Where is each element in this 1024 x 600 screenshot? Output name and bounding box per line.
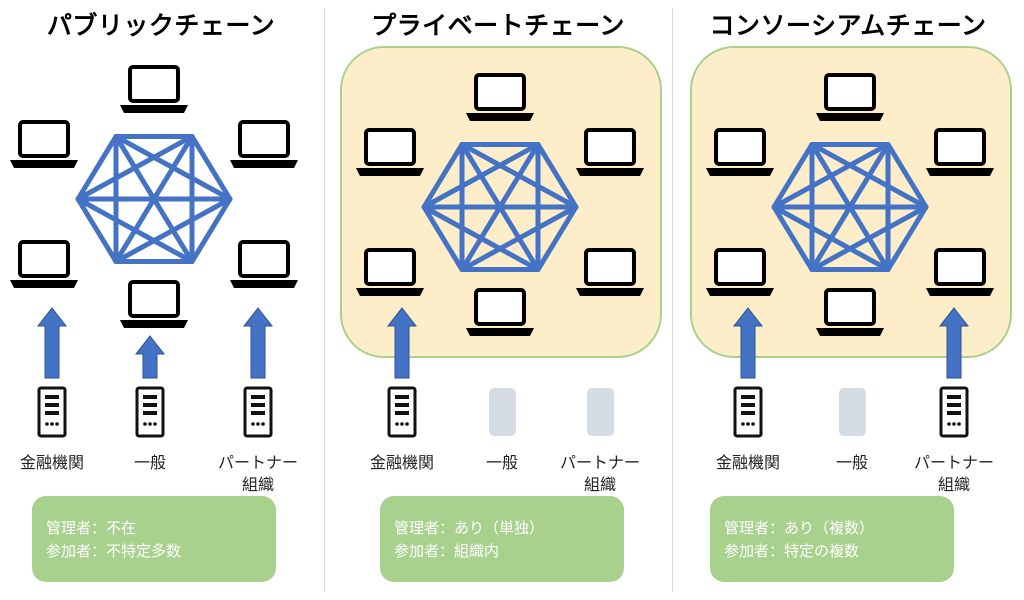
server-icon [839, 388, 866, 436]
server-icon [733, 386, 763, 438]
mesh-network [771, 141, 929, 273]
participant-label: 金融機関 [715, 453, 780, 472]
laptop-icon [230, 120, 298, 168]
server-icon [587, 388, 614, 436]
network-link [535, 141, 579, 210]
info-box: 管理者：あり（複数） 参加者：特定の複数 [710, 496, 954, 582]
laptop-icon [576, 128, 644, 176]
laptop-icon [926, 128, 994, 176]
participant-label: 一般 [485, 453, 518, 472]
up-arrow-icon [732, 307, 764, 379]
network-link [535, 204, 579, 273]
server-icon [387, 386, 417, 438]
laptop-icon [816, 73, 884, 121]
laptop-icon [230, 240, 298, 288]
network-link [189, 133, 233, 202]
participant-label: パートナー 組織 [217, 453, 298, 494]
panel-title: コンソーシアムチェーン [709, 11, 987, 40]
server-icon [243, 386, 273, 438]
panel-divider [672, 8, 673, 592]
laptop-icon [706, 248, 774, 296]
network-link [421, 141, 541, 210]
server-icon [939, 386, 969, 438]
laptop-icon [466, 73, 534, 121]
laptop-icon [466, 288, 534, 336]
server-icon [135, 386, 165, 438]
laptop-icon [926, 248, 994, 296]
network-link [885, 204, 929, 273]
laptop-icon [356, 128, 424, 176]
up-arrow-icon [938, 307, 970, 379]
network-link [771, 141, 891, 210]
laptop-icon [10, 240, 78, 288]
members-text: 参加者：不特定多数 [46, 542, 182, 560]
network-link [421, 141, 465, 210]
admin-text: 管理者：あり（単独） [394, 519, 545, 537]
admin-text: 管理者：不在 [46, 519, 137, 537]
info-box: 管理者：あり（単独） 参加者：組織内 [380, 496, 624, 582]
laptop-icon [356, 248, 424, 296]
participant-label: 一般 [133, 453, 166, 472]
mesh-network [75, 133, 233, 265]
up-arrow-icon [242, 307, 274, 379]
laptop-icon [120, 280, 188, 328]
up-arrow-icon [386, 307, 418, 379]
server-icon [37, 386, 67, 438]
network-link [885, 141, 929, 210]
network-link [421, 204, 465, 273]
panel-title: パブリックチェーン [46, 11, 276, 40]
network-link [809, 141, 891, 273]
network-link [189, 196, 233, 265]
network-link [113, 133, 195, 265]
network-link [75, 133, 119, 202]
admin-text: 管理者：あり（複数） [724, 519, 875, 537]
network-link [771, 204, 815, 273]
network-link [771, 141, 815, 210]
up-arrow-icon [36, 307, 68, 379]
up-arrow-icon [134, 335, 166, 379]
participant-label: パートナー 組織 [913, 453, 994, 494]
laptop-icon [576, 248, 644, 296]
network-link [75, 133, 195, 202]
info-box: 管理者：不在参加者：不特定多数 [32, 496, 276, 582]
members-text: 参加者：組織内 [394, 542, 500, 560]
server-icon [489, 388, 516, 436]
laptop-icon [10, 120, 78, 168]
participant-label: 金融機関 [19, 453, 84, 472]
members-text: 参加者：特定の複数 [724, 542, 860, 560]
laptop-icon [816, 288, 884, 336]
participant-label: 金融機関 [369, 453, 434, 472]
panel-divider [324, 8, 325, 592]
panel-title: プライベートチェーン [371, 11, 625, 40]
laptop-icon [706, 128, 774, 176]
mesh-network [421, 141, 579, 273]
laptop-icon [120, 65, 188, 113]
participant-label: パートナー 組織 [559, 453, 640, 494]
network-link [459, 141, 541, 273]
network-link [75, 196, 119, 265]
participant-label: 一般 [835, 453, 868, 472]
